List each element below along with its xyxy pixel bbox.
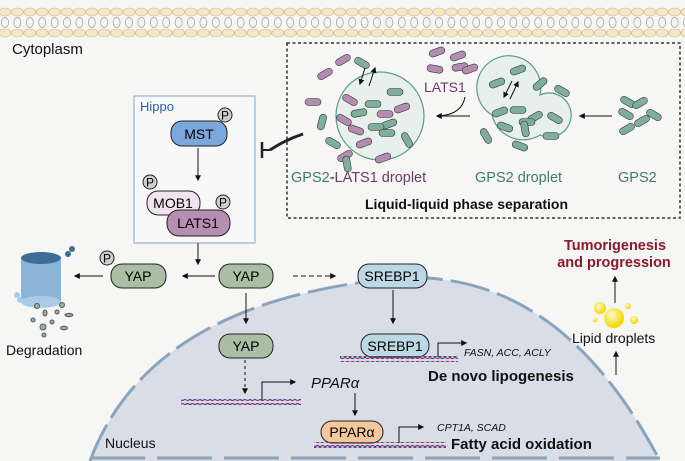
cell-membrane (0, 7, 685, 38)
phosphate-icon: P (142, 174, 158, 190)
lats1-molecule (347, 124, 365, 136)
svg-text:SREBP1: SREBP1 (364, 268, 419, 284)
svg-text:MST: MST (184, 126, 214, 142)
yap-phosphorylated-node (110, 263, 167, 289)
lats1-molecule (428, 46, 446, 58)
gps2-molecule (479, 128, 493, 144)
gps2-molecule (342, 155, 352, 173)
lats1-molecule (461, 63, 479, 75)
gps2-molecule (619, 122, 635, 136)
gps2-molecule (509, 106, 527, 114)
cytoplasm-label: Cytoplasm (12, 41, 83, 58)
lats1-molecule (449, 50, 467, 62)
gps2-molecule (542, 132, 560, 140)
nucleus-label: Nucleus (105, 435, 156, 451)
svg-text:P: P (219, 196, 227, 210)
gps2-molecule (317, 113, 327, 131)
gps2-molecule (496, 121, 514, 133)
hippo-pathway-box: Hippo MST MOB1 LATS1 (133, 95, 256, 244)
lats1-molecule (376, 110, 394, 118)
lats1-free-label: LATS1 (424, 79, 466, 95)
svg-text:LATS1: LATS1 (177, 215, 219, 231)
lats1-molecule (335, 53, 351, 67)
dna-fao (314, 442, 446, 448)
tumorigenesis-label-line2: and progression (557, 255, 671, 271)
lats1-molecule (374, 152, 392, 164)
de-novo-lipogenesis-label: De novo lipogenesis (428, 368, 574, 385)
gps2-molecule (350, 108, 368, 118)
svg-text:PPARα: PPARα (329, 424, 374, 440)
svg-text:P: P (221, 109, 229, 123)
gps2-lats1-droplet-label: GPS2-LATS1 droplet (291, 170, 426, 186)
lats1-join-curve (439, 96, 466, 117)
yap-nuclear-node (218, 333, 274, 359)
gps2-label: GPS2 (618, 170, 657, 186)
gps2-molecule (386, 88, 404, 96)
srebp1-node (357, 263, 428, 289)
lipid-droplets-icon (592, 302, 638, 328)
gps2-molecule (325, 136, 341, 150)
lats1-molecule (342, 93, 358, 107)
svg-text:P: P (103, 252, 111, 266)
gps2-molecule (378, 129, 396, 137)
nucleus (88, 276, 662, 461)
fatty-acid-oxidation-label: Fatty acid oxidation (451, 436, 592, 453)
inhibition-curve (269, 132, 304, 152)
gps2-molecule (509, 64, 527, 76)
gps2-molecule (632, 96, 648, 110)
ppara-gene-label: PPARα (311, 375, 360, 392)
degradation-label: Degradation (6, 342, 82, 358)
phosphate-icon: P (215, 194, 231, 210)
gps2-molecule (618, 107, 634, 121)
gps2-molecule (532, 77, 548, 91)
lats1-molecule (426, 64, 444, 74)
lats1-node (166, 209, 231, 237)
fao-genes-label: CPT1A, SCAD (437, 422, 506, 434)
dna-ppara-promoter (181, 399, 301, 405)
tumorigenesis-label-line1: Tumorigenesis (564, 238, 666, 254)
llps-title: Liquid-liquid phase separation (365, 196, 568, 212)
gps2-molecule (491, 106, 509, 118)
proteasome-icon (14, 246, 75, 338)
phosphate-icon: P (99, 250, 115, 266)
gps2-molecule (554, 84, 570, 98)
gps2-molecule (367, 123, 385, 131)
gps2-molecule (520, 120, 530, 138)
lats1-molecule (336, 113, 352, 127)
gps2-molecule (634, 114, 650, 128)
gps2-droplet (476, 55, 572, 141)
lats1-molecule (355, 137, 373, 149)
gps2-molecule (488, 77, 506, 89)
svg-text:P: P (146, 176, 154, 190)
svg-text:SREBP1: SREBP1 (367, 338, 422, 354)
lats1-molecule (393, 102, 411, 114)
gps2-molecule (354, 56, 370, 70)
svg-text:YAP: YAP (233, 338, 260, 354)
svg-text:YAP: YAP (125, 268, 152, 284)
gps2-molecule (511, 140, 529, 152)
gps2-droplet-label: GPS2 droplet (475, 170, 562, 186)
yap-node (218, 263, 274, 289)
lats1-molecule (304, 98, 322, 106)
gps2-molecule (364, 100, 382, 108)
phosphate-icon: P (217, 107, 233, 123)
gps2-molecule (547, 111, 563, 125)
llps-panel: LATS1 GPS2-LATS1 droplet GPS2 droplet GP… (286, 42, 681, 219)
svg-text:MOB1: MOB1 (153, 195, 193, 211)
dna-lipogenesis (340, 356, 458, 362)
svg-text:YAP: YAP (233, 268, 260, 284)
hippo-label: Hippo (140, 99, 174, 114)
gps2-molecule (646, 108, 662, 122)
lats1-molecule (317, 67, 333, 81)
gps2-molecule (400, 132, 414, 148)
lipogenesis-genes-label: FASN, ACC, ACLY (464, 347, 552, 359)
mst-node (170, 120, 228, 147)
lipid-droplets-label: Lipid droplets (572, 330, 655, 346)
